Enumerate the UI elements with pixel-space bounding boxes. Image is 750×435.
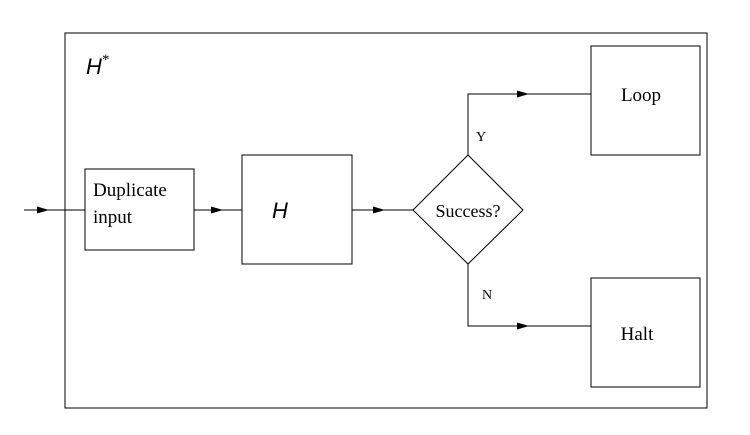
outer-machine-superscript: * bbox=[102, 52, 110, 68]
yes-branch-label: Y bbox=[476, 130, 486, 145]
loop-box bbox=[590, 45, 701, 156]
outer-machine-frame bbox=[64, 32, 708, 409]
h-machine-label: H bbox=[272, 198, 288, 223]
yes-branch-path bbox=[467, 90, 529, 155]
h-machine-box bbox=[241, 154, 353, 265]
duplicate-input-label-line1: Duplicate bbox=[93, 180, 167, 201]
outer-machine-label: H bbox=[86, 54, 102, 79]
loop-label: Loop bbox=[621, 85, 661, 106]
no-branch-path bbox=[467, 264, 529, 330]
halt-label: Halt bbox=[621, 324, 654, 345]
duplicate-input-box bbox=[84, 168, 195, 251]
duplicate-input-label-line2: input bbox=[93, 207, 133, 228]
halt-box bbox=[590, 277, 701, 388]
success-decision-label: Success? bbox=[436, 201, 501, 221]
no-branch-label: N bbox=[482, 288, 492, 303]
